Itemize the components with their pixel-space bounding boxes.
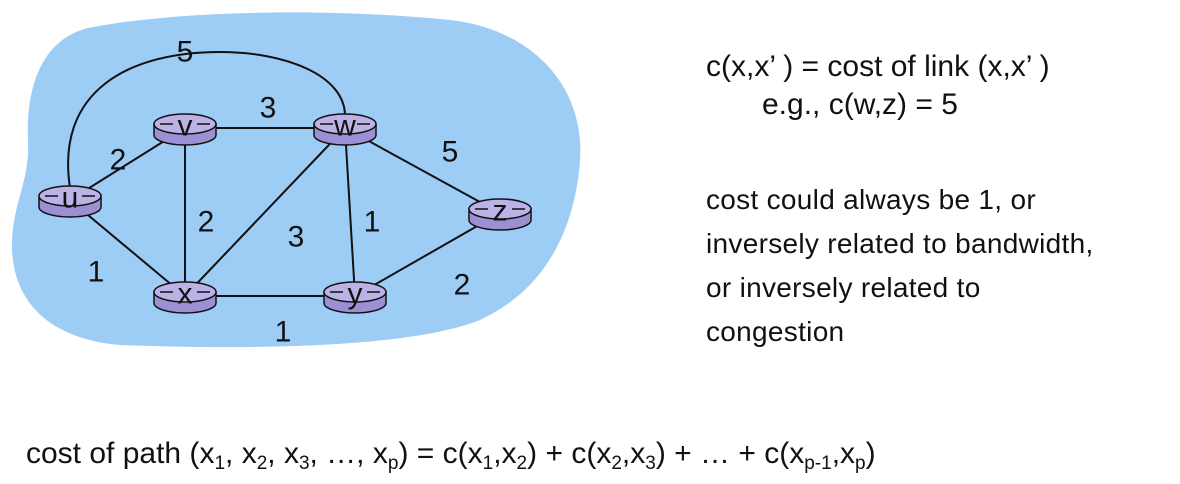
formula-close: ) — [527, 437, 538, 470]
edge-cost-label: 2 — [198, 206, 215, 239]
formula-plus: + — [537, 437, 572, 470]
network-graph: 5 3 2 5 2 3 1 1 2 1 u v w x y z — [11, 12, 581, 349]
subscript: 1 — [214, 453, 226, 474]
router-node-w: w — [313, 110, 377, 146]
router-top — [468, 198, 532, 220]
formula-variable: x — [501, 437, 517, 470]
edge-cost-label: 3 — [288, 221, 305, 254]
node-label: u — [62, 182, 79, 215]
formula-separator: , — [267, 437, 284, 470]
formula-variable: x — [283, 437, 299, 470]
node-label: x — [178, 278, 193, 311]
edge-cost-label: 2 — [110, 144, 127, 177]
formula-cost-fn: c( — [764, 437, 790, 470]
edge-cost-label: 1 — [364, 206, 381, 239]
edge-cost-labels: 5 3 2 5 2 3 1 1 2 1 — [88, 36, 471, 349]
edge-cost-label: 1 — [275, 316, 292, 349]
router-node-z: z — [468, 195, 532, 231]
router-top — [323, 281, 387, 303]
formula-variable: x — [789, 437, 805, 470]
subscript: 1 — [482, 453, 494, 474]
definition-line: c(x,x’ ) = cost of link (x,x’ ) — [706, 50, 1050, 83]
edge-cost-label: 5 — [177, 36, 194, 69]
subscript: 2 — [516, 453, 528, 474]
formula-prefix: cost of path ( — [26, 437, 200, 470]
path-cost-formula: cost of path (x1, x2, x3, …, xp) = c(x1,… — [26, 437, 876, 475]
router-top — [313, 113, 377, 135]
formula-close: ) — [655, 437, 666, 470]
edge-u-x — [69, 199, 186, 297]
edge-x-w — [184, 127, 346, 297]
note-line: inversely related to bandwidth, — [706, 228, 1094, 259]
edge-cost-label: 1 — [88, 256, 105, 289]
formula-variable: x — [372, 437, 388, 470]
node-label: w — [333, 110, 356, 143]
router-top — [153, 281, 217, 303]
formula-variable: x — [630, 437, 646, 470]
formula-comma: , — [493, 437, 502, 470]
formula-plus: + … + — [665, 437, 765, 470]
subscript: 3 — [645, 453, 656, 474]
router-top — [153, 113, 217, 135]
subscript: 3 — [298, 453, 310, 474]
formula-cost-fn: c( — [571, 437, 597, 470]
router-top — [38, 185, 102, 207]
edge-cost-label: 2 — [454, 269, 471, 302]
formula-cost-fn: c( — [442, 437, 468, 470]
note-line: or inversely related to — [706, 272, 981, 303]
edge-cost-label: 3 — [260, 92, 277, 125]
formula-variable: x — [840, 437, 856, 470]
edge-w-z — [344, 127, 501, 214]
router-node-x: x — [153, 278, 217, 314]
graph-nodes: u v w x y z — [38, 110, 532, 314]
formula-variable: x — [596, 437, 612, 470]
router-node-u: u — [38, 182, 102, 218]
cost-note: cost could always be 1, or inversely rel… — [706, 178, 1094, 354]
formula-variable: x — [467, 437, 483, 470]
router-node-y: y — [323, 278, 387, 314]
router-node-v: v — [153, 110, 217, 146]
subscript: 2 — [611, 453, 622, 474]
node-label: y — [348, 278, 363, 311]
formula-comma: , — [621, 437, 631, 470]
formula-comma: , — [831, 437, 841, 470]
link-cost-definition: c(x,x’ ) = cost of link (x,x’ ) e.g., c(… — [706, 48, 1050, 124]
node-label: z — [493, 195, 508, 228]
definition-example: e.g., c(w,z) = 5 — [762, 88, 958, 121]
formula-variable: x — [241, 437, 257, 470]
formula-variable: x — [199, 437, 215, 470]
subscript: 2 — [256, 453, 268, 474]
formula-close: ) — [865, 437, 876, 470]
subscript: p-1 — [804, 453, 832, 474]
edge-u-w — [67, 50, 346, 189]
edge-cost-label: 5 — [442, 136, 459, 169]
formula-separator: , — [225, 437, 242, 470]
subscript: p — [387, 453, 399, 474]
note-line: cost could always be 1, or — [706, 184, 1036, 215]
note-line: congestion — [706, 316, 845, 347]
edge-w-y — [344, 127, 356, 297]
subscript: p — [855, 453, 866, 474]
node-label: v — [178, 110, 193, 143]
formula-equals: ) = — [398, 437, 443, 470]
formula-separator: , …, — [309, 437, 373, 470]
